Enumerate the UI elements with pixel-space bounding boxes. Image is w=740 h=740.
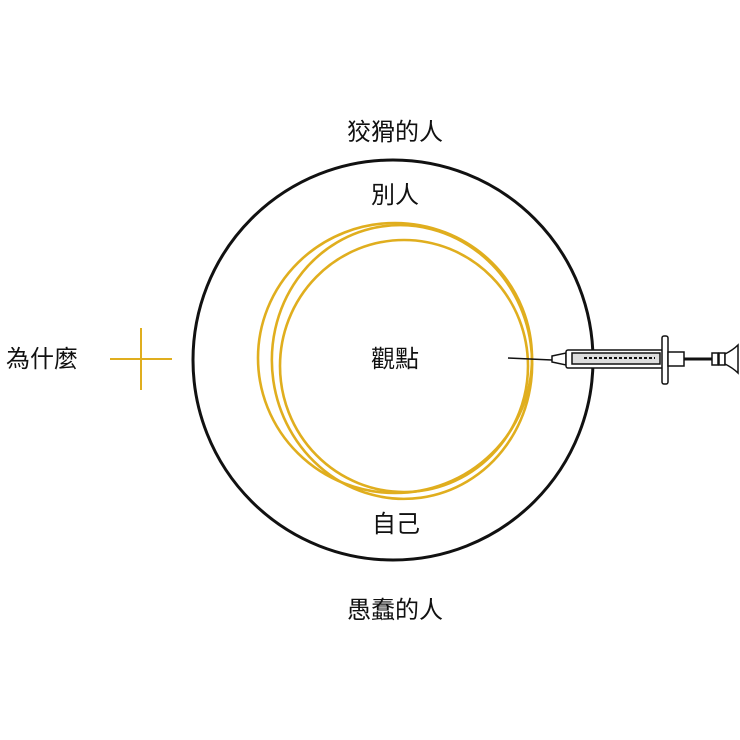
label-self: 自己 <box>372 510 420 538</box>
label-others: 別人 <box>371 181 419 209</box>
plus-icon <box>110 328 172 390</box>
label-cunning-people: 狡猾的人 <box>347 118 443 146</box>
syringe-icon <box>507 335 739 385</box>
label-foolish-people: 愚蠢的人 <box>347 596 443 624</box>
label-why: 為什麼 <box>6 345 78 373</box>
inner-scribble-circles <box>256 221 534 501</box>
label-viewpoint: 觀點 <box>371 345 419 373</box>
